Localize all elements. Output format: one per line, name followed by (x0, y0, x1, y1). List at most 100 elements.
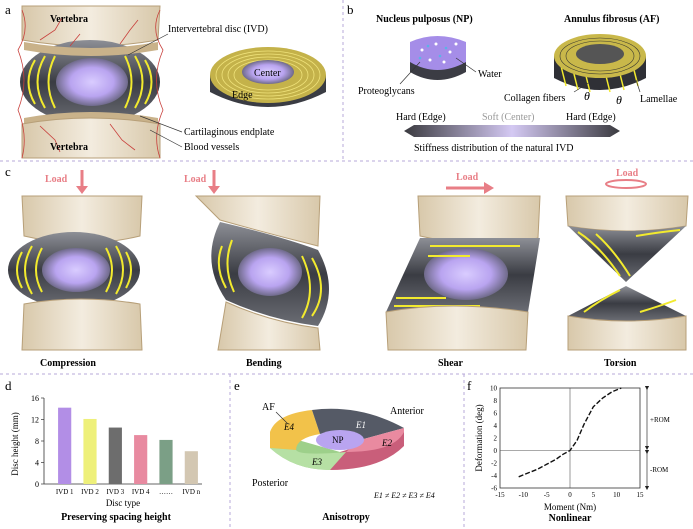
endplate-top (24, 42, 158, 56)
f-y-ticks: -6 -4 -2 0 2 4 6 8 10 (490, 385, 498, 493)
panel-c-letter: c (5, 164, 11, 179)
f-ytick-label: -6 (491, 485, 497, 493)
f-xtick-label: -15 (495, 491, 505, 499)
d-ytick-label: 12 (31, 416, 39, 425)
proteoglycan-dots (418, 44, 448, 60)
load-label-3: Load (456, 172, 479, 183)
load-label-2: Load (184, 174, 207, 185)
f-ytick-label: -4 (491, 472, 497, 480)
disc-3d-rings (215, 50, 321, 100)
compression-specimen: Load Compression (8, 170, 143, 369)
f-ytick-label: 2 (494, 435, 498, 443)
d-xtick-label: IVD 1 (56, 488, 74, 496)
f-ytick-label: 0 (494, 447, 498, 455)
d-xlabel: Disc type (106, 498, 140, 508)
compression-label: Compression (40, 358, 96, 369)
collagen-label: Collagen fibers (504, 93, 565, 104)
f-xtick-label: 15 (637, 491, 645, 499)
f-ytick-label: 4 (494, 422, 498, 430)
e3-label: E3 (311, 457, 322, 467)
relation-label: E1 ≠ E2 ≠ E3 ≠ E4 (373, 491, 435, 500)
e4-top (270, 410, 320, 450)
af-ring-hole (576, 44, 624, 64)
e4-label: E4 (283, 422, 294, 432)
hard-right-label: Hard (Edge) (566, 112, 616, 123)
d-bar-1 (58, 407, 72, 484)
stiffness-caption: Stiffness distribution of the natural IV… (414, 143, 574, 154)
panel-c: c Load Compression Load (5, 164, 689, 369)
torsion-specimen: Load Torsion (565, 168, 689, 369)
panel-b: b Nucleus pulposus (NP) Annulus fibrosus… (347, 2, 678, 154)
e3-top (270, 448, 346, 470)
bending-specimen: Load Bending (184, 170, 329, 369)
d-xtick-label: IVD 3 (106, 488, 124, 496)
f-xtick-label: 10 (613, 491, 621, 499)
np-title: Nucleus pulposus (NP) (376, 14, 473, 25)
np-block-top (410, 36, 466, 70)
d-bar-6 (184, 451, 198, 484)
af-label: AF (262, 402, 275, 413)
f-xtick-label: -10 (519, 491, 529, 499)
f-ytick-label: 8 (494, 397, 498, 405)
d-x-ticks: IVD 1 IVD 2 IVD 3 IVD 4 …… IVD n (56, 488, 201, 496)
vertebra-top-label: Vertebra (50, 14, 88, 25)
lamellae-label: Lamellae (640, 94, 678, 105)
vessels-label: Blood vessels (184, 142, 239, 153)
f-ytick-label: -2 (491, 460, 497, 468)
f-curve (518, 387, 622, 478)
stiffness-bar (404, 125, 620, 137)
f-ytick-label: 10 (490, 385, 498, 393)
d-ytick-label: 16 (31, 394, 39, 403)
load-label-1: Load (45, 174, 68, 185)
np-core (316, 430, 364, 450)
water-dots (420, 42, 458, 64)
panel-f-letter: f (467, 378, 472, 393)
d-bar-4 (134, 435, 148, 484)
shear-specimen: Load Shear (385, 172, 541, 369)
panel-a-letter: a (5, 2, 11, 17)
f-caption: Nonlinear (549, 513, 592, 524)
vertebra-top-shape (21, 5, 161, 47)
center-label: Center (254, 68, 281, 79)
annulus-fibers (27, 55, 153, 109)
panel-a: a Vertebra Vertebra I (5, 2, 326, 159)
d-ytick-label: 4 (35, 459, 39, 468)
f-xtick-label: 5 (592, 491, 596, 499)
anterior-label: Anterior (390, 406, 425, 417)
d-xtick-label: IVD n (182, 488, 200, 496)
ivd-nucleus (56, 58, 128, 106)
f-xlabel: Moment (Nm) (544, 502, 596, 512)
d-ylabel: Disc height (mm) (10, 412, 20, 476)
theta-2: θ (616, 93, 622, 107)
panel-e-letter: e (234, 378, 240, 393)
np-label: NP (332, 435, 344, 445)
shear-label: Shear (438, 358, 464, 369)
af-title: Annulus fibrosus (AF) (564, 14, 659, 25)
theta-1: θ (584, 89, 590, 103)
d-bar-5 (159, 439, 173, 484)
torsion-label: Torsion (604, 358, 637, 369)
d-xtick-label: …… (159, 488, 173, 496)
f-ytick-label: 6 (494, 410, 498, 418)
e-caption: Anisotropy (322, 512, 370, 523)
d-caption: Preserving spacing height (61, 512, 171, 523)
f-zero-lines (500, 388, 640, 488)
e1-top (312, 408, 404, 440)
f-xtick-label: 0 (568, 491, 572, 499)
e2-top (346, 428, 404, 452)
d-bar-3 (108, 427, 122, 484)
disc-3d-nucleus (242, 60, 294, 84)
ivd-label: Intervertebral disc (IVD) (168, 24, 268, 35)
vertebra-bottom-shape (21, 117, 161, 159)
d-xtick-label: IVD 2 (81, 488, 99, 496)
hard-left-label: Hard (Edge) (396, 112, 446, 123)
d-xtick-label: IVD 4 (132, 488, 150, 496)
endplate-label: Cartilaginous endplate (184, 127, 275, 138)
f-ylabel: Deformation (deg) (474, 404, 484, 471)
